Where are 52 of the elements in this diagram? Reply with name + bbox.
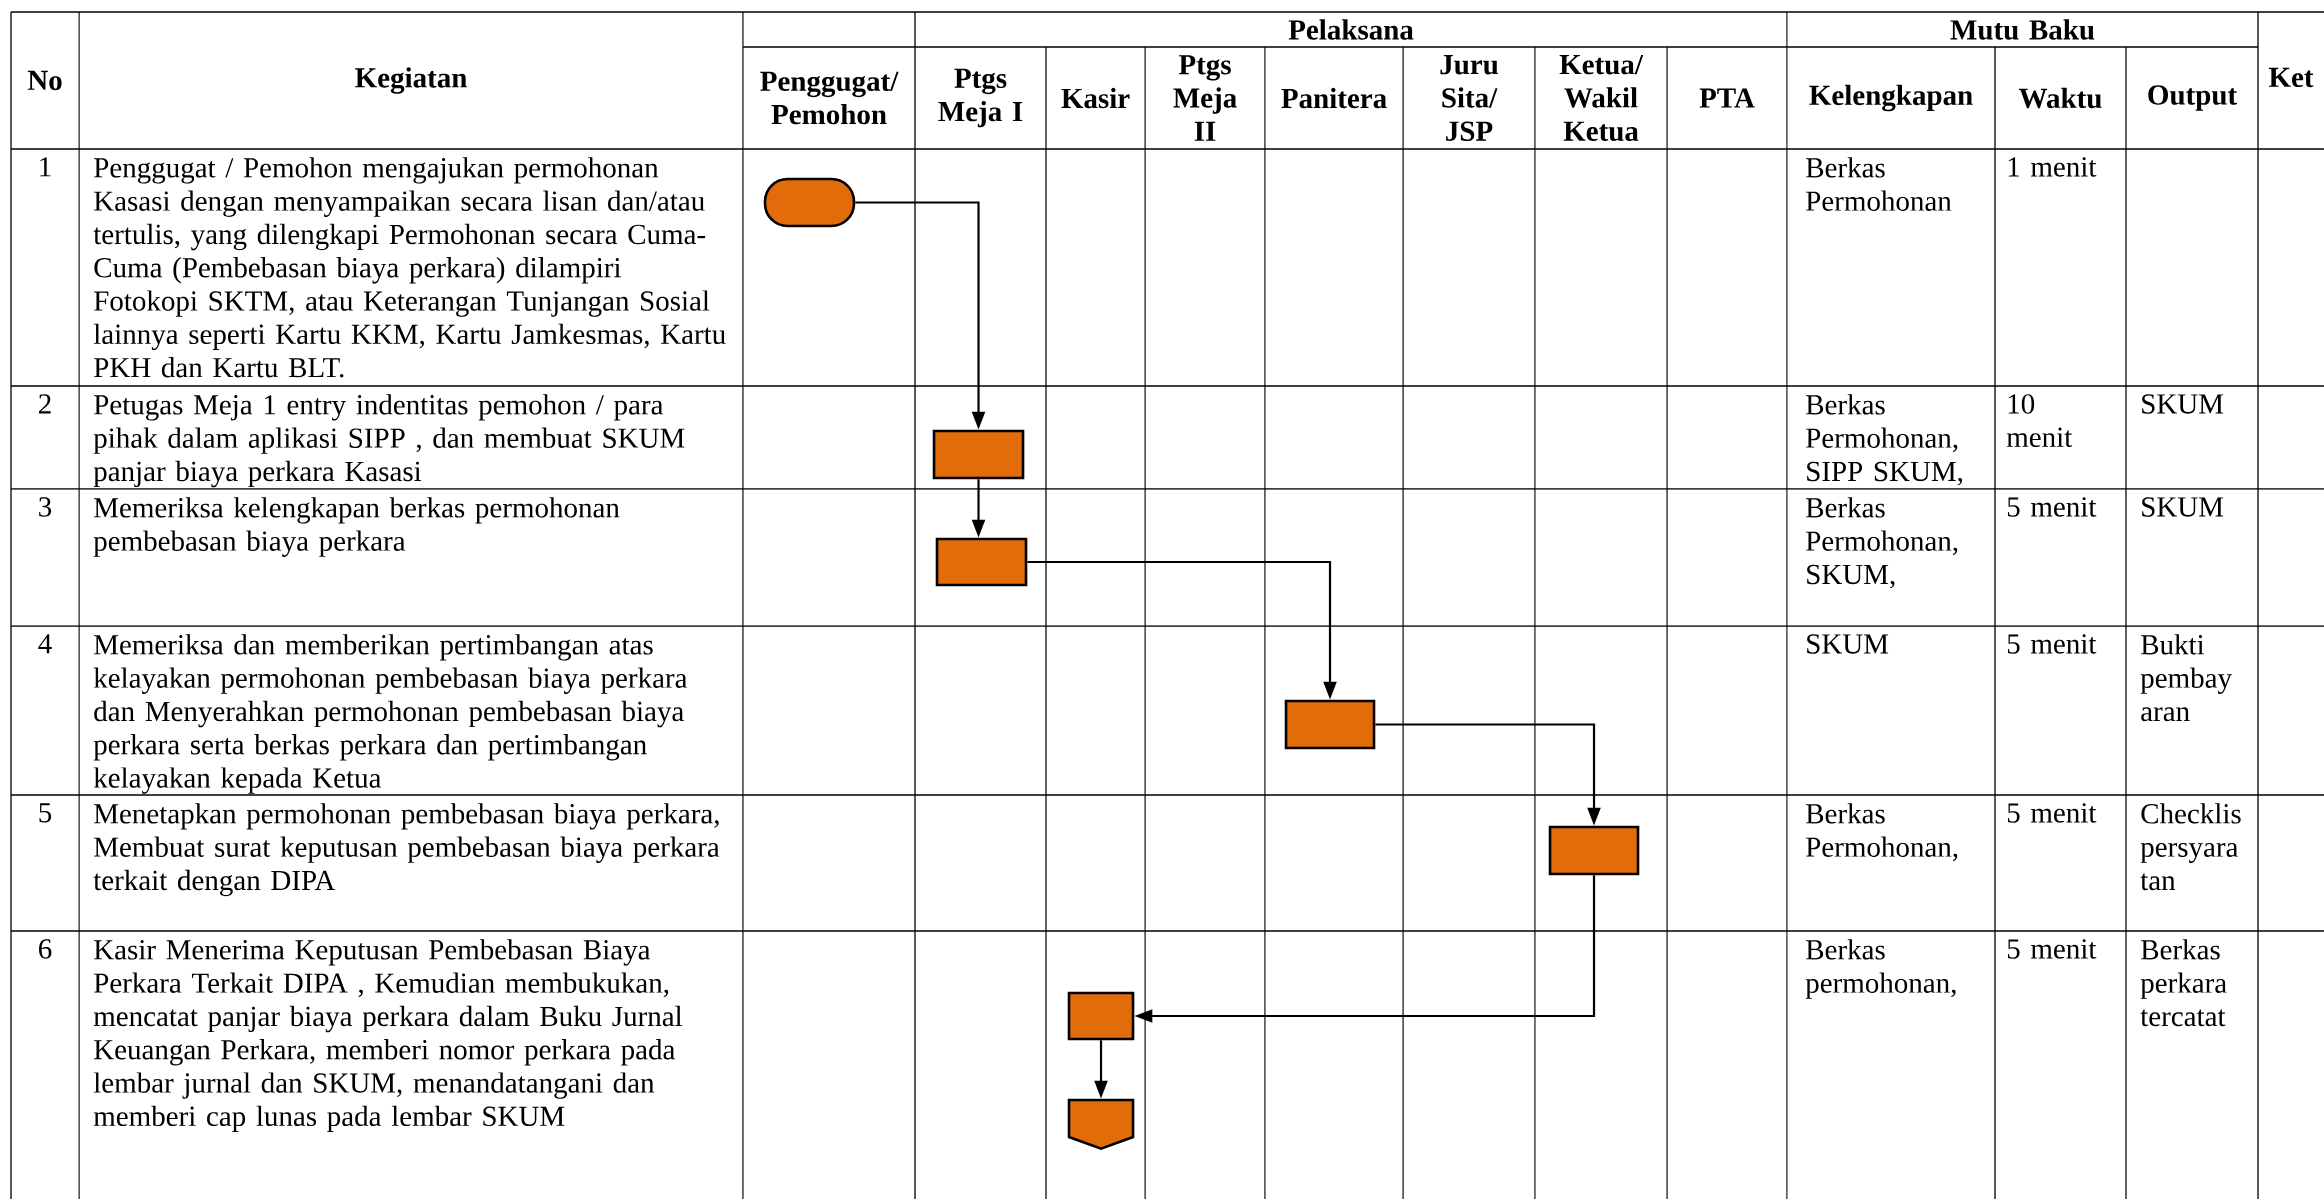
process-box <box>1548 825 1640 876</box>
group-header: Pelaksana <box>1288 19 1414 40</box>
requirement-text: Berkas Permohonan, SIPP SKUM, <box>1806 394 1963 486</box>
activity-text: Memeriksa kelengkapan berkas permohonan pembebasan biaya perkara <box>93 497 620 557</box>
duration-text: 10 menit <box>2006 394 2073 448</box>
row-number: 5 <box>39 803 52 823</box>
activity-text: Petugas Meja 1 entry indentitas pemohon / para pihak dalam aplikasi SIPP , dan membuat SKUM panjar biaya perkara Kasasi <box>93 394 685 488</box>
column-header: Penggugat/ Pemohon <box>760 71 899 125</box>
column-header: Output <box>2148 85 2237 111</box>
activity-text: Memeriksa dan memberikan pertimbangan atas kelayakan permohonan pembebasan biaya perkara dan Menyerahkan permohonan pembebasan biaya perkara serta berkas perkara dan pertimbangan kelayakan kepada Ketua <box>93 634 688 794</box>
column-header: PTA <box>1699 88 1755 108</box>
activity-text: Kasir Menerima Keputusan Pembebasan Biaya Perkara Terkait DIPA , Kemudian membukukan, mencatat panjar biaya perkara dalam Buku Jurnal Keuangan Perkara, memberi nomor perkara pada lembar jurnal dan SKUM, menandatangani dan memberi cap lunas pada lembar SKUM <box>93 939 683 1132</box>
duration-text: 5 menit <box>2007 803 2097 823</box>
column-header: Panitera <box>1281 87 1387 109</box>
process-box <box>935 537 1028 587</box>
column-header: Kegiatan <box>355 67 467 94</box>
column-header: Waktu <box>2019 87 2102 109</box>
output-text: Checklis persyara tan <box>2140 803 2241 891</box>
off-page-connector <box>1067 1098 1135 1151</box>
requirement-text: Berkas Permohonan <box>1806 157 1952 211</box>
group-header: Mutu Baku <box>1950 19 2095 40</box>
duration-text: 1 menit <box>2008 157 2097 177</box>
activity-text: Menetapkan permohonan pembebasan biaya perkara, Membuat surat keputusan pembebasan biaya perkara terkait dengan DIPA <box>93 803 720 897</box>
duration-text: 5 menit <box>2007 939 2097 959</box>
column-header: Kelengkapan <box>1809 84 1973 112</box>
duration-text: 5 menit <box>2007 497 2097 517</box>
row-number: 1 <box>40 157 51 177</box>
output-text: SKUM <box>2142 497 2224 517</box>
requirement-text: Berkas Permohonan, <box>1806 803 1958 862</box>
activity-text: Penggugat / Pemohon mengajukan permohonan Kasasi dengan menyampaikan secara lisan dan/atau tertulis, yang dilengkapi Permohonan secara Cuma-Cuma (Pembebasan biaya perkara) dilampiri Fotokopi SKTM, atau Keterangan Tunjangan Sosial lainnya seperti Kartu KKM, Kartu Jamkesmas, Kartu PKH dan Kartu BLT. <box>93 157 726 378</box>
column-header: Ketua/ Wakil Ketua <box>1559 54 1644 142</box>
row-number: 2 <box>39 394 51 414</box>
requirement-text: Berkas Permohonan, SKUM, <box>1806 497 1958 589</box>
row-number: 3 <box>39 497 52 517</box>
requirement-text: Berkas permohonan, <box>1805 939 1956 999</box>
column-header: No <box>27 70 62 91</box>
row-number: 4 <box>38 634 52 654</box>
column-header: Kasir <box>1061 87 1130 109</box>
requirement-text: SKUM <box>1807 634 1889 654</box>
column-header: Ptgs Meja II <box>1173 55 1237 141</box>
output-text: Berkas perkara tercatat <box>2140 939 2227 1027</box>
output-text: Bukti pembay aran <box>2140 634 2232 722</box>
process-box <box>1067 991 1135 1041</box>
row-number: 6 <box>39 939 52 959</box>
column-header: Ket <box>2268 67 2314 88</box>
column-header: Juru Sita/ JSP <box>1440 55 1499 141</box>
terminator-symbol <box>763 177 856 228</box>
column-header: Ptgs Meja I <box>938 68 1023 128</box>
output-text: SKUM <box>2142 394 2224 414</box>
duration-text: 5 menit <box>2007 634 2097 654</box>
process-box <box>1284 699 1376 750</box>
process-box <box>932 429 1025 480</box>
